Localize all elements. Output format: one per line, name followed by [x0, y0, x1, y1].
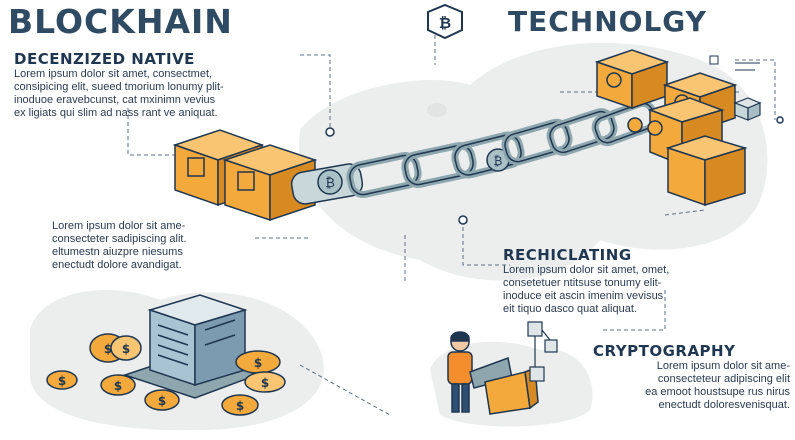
svg-text:$: $: [261, 376, 269, 390]
small-gray-cube: [733, 97, 762, 121]
note-body-left: Lorem ipsum dolor sit ame- consecteter s…: [52, 220, 187, 271]
chain-links: ₿ ₿: [290, 99, 659, 205]
section-body-rechiclating: Lorem ipsum dolor sit amet, omet, conset…: [503, 264, 670, 315]
svg-text:$: $: [236, 399, 244, 413]
section-heading-rechiclating: RECHICLATING: [503, 246, 632, 264]
svg-text:$: $: [158, 394, 166, 408]
section-body-decentralized: Lorem ipsum dolor sit amet, consectmet, …: [14, 68, 224, 119]
svg-text:₿: ₿: [325, 176, 335, 191]
orange-blocks-left: [172, 129, 318, 222]
svg-text:$: $: [58, 374, 66, 388]
node-dot: [776, 116, 784, 124]
small-legend-box: [709, 55, 760, 71]
svg-text:$: $: [254, 356, 262, 370]
title-bitcoin-badge: ₿: [427, 3, 463, 40]
node-dot: [325, 127, 335, 137]
network-cubes: [527, 321, 558, 382]
decor-dot: [427, 103, 447, 117]
svg-text:₿: ₿: [494, 154, 503, 168]
section-heading-cryptography: CRYPTOGRAPHY: [593, 342, 736, 360]
svg-text:$: $: [122, 342, 130, 356]
coin-pile: $ $ $ $ $ $ $ $: [46, 333, 286, 416]
section-body-cryptography: Lorem ipsum dolor sit ame- consecteteur …: [645, 360, 790, 411]
node-dot: [458, 215, 468, 225]
person-with-laptop: [447, 331, 539, 415]
server-illustration: [122, 294, 273, 399]
svg-text:₿: ₿: [439, 14, 451, 32]
orange-blocks-right: [594, 49, 748, 207]
title-right: TECHNOLGY: [508, 5, 707, 38]
svg-text:$: $: [104, 342, 112, 356]
title-left: BLOCKHAIN: [8, 2, 233, 41]
svg-text:$: $: [114, 379, 122, 393]
section-heading-decentralized: DECENZIZED NATIVE: [14, 50, 195, 68]
